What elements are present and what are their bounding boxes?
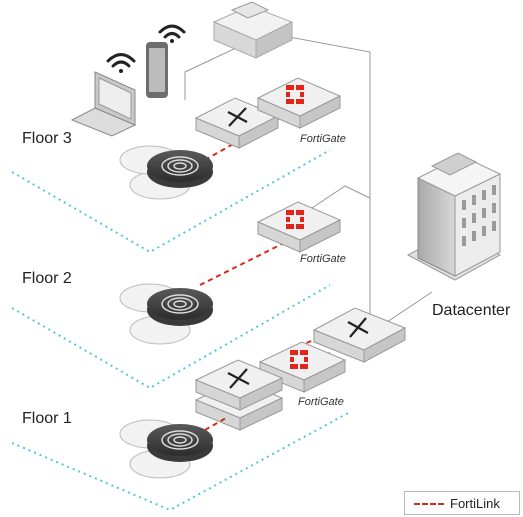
phone-icon xyxy=(146,42,168,98)
legend-fortilink-label: FortiLink xyxy=(450,496,500,511)
fortilink-legend-swatch xyxy=(414,503,444,505)
floor-1-access-points xyxy=(119,419,213,479)
floor-1-fortigate-label: FortiGate xyxy=(298,396,344,408)
floor-2-fortigate xyxy=(256,201,342,253)
floor-2-fortigate-label: FortiGate xyxy=(300,253,346,265)
core-switch xyxy=(312,307,407,363)
floor-1-label: Floor 1 xyxy=(22,410,72,427)
floor-1-switch-stack xyxy=(194,359,284,431)
floor-3-access-points xyxy=(119,145,213,200)
laptop-icon xyxy=(70,71,137,137)
datacenter-building-icon xyxy=(406,152,502,281)
floor-1-link xyxy=(204,417,227,431)
wifi-icon-phone xyxy=(158,24,186,43)
legend: FortiLink xyxy=(404,491,520,515)
datacenter-label: Datacenter xyxy=(432,302,511,319)
floor-2-access-points xyxy=(119,283,213,345)
floor-3-fortigate xyxy=(256,77,342,129)
floor-3-fortigate-label: FortiGate xyxy=(300,133,346,145)
printer-icon xyxy=(212,1,294,59)
floor-2-label: Floor 2 xyxy=(22,270,72,287)
floor-3-label: Floor 3 xyxy=(22,130,72,147)
wifi-icon-laptop xyxy=(106,53,136,73)
